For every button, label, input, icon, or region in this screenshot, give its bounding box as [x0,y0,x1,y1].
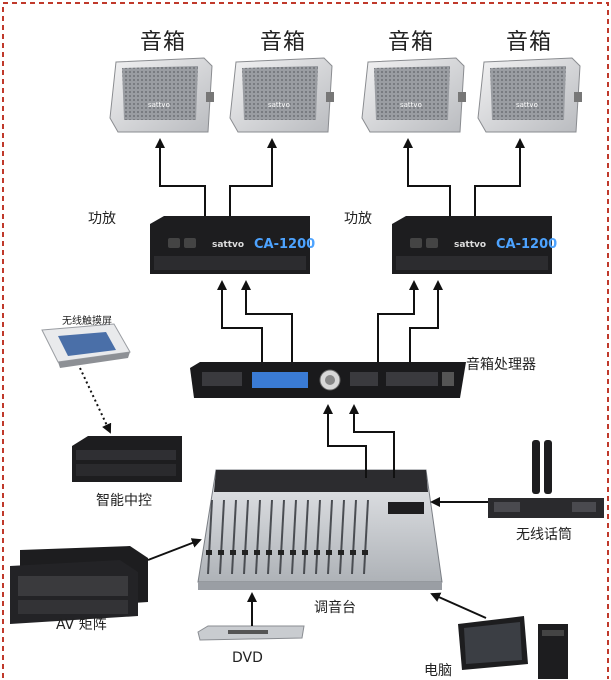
computer [458,616,568,679]
mixer-channel-strip [255,499,261,575]
mixer-fader-knob [242,550,248,555]
av-matrix-label: AV 矩阵 [56,617,107,633]
mixer-channel-strip [279,499,285,575]
mixer-label: 调音台 [314,600,356,616]
mixer-fader-knob [218,550,224,555]
speaker-brand: sattvo [268,101,290,109]
speaker-brand: sattvo [516,101,538,109]
mixer-fader-knob [302,550,308,555]
mixer-channel-strip [243,499,249,575]
wireless-mic-label: 无线话筒 [516,527,572,543]
amp-label-right: 功放 [344,211,372,227]
mixer-fader-knob [206,550,212,555]
mixer-channel-strip [207,499,213,575]
amp-label-left: 功放 [88,211,116,227]
av-matrix [10,546,148,624]
mixer-channel-strip [315,499,321,575]
amp-model: CA-1200 [496,237,557,252]
wireless-link-dotted [79,367,112,434]
mixer-channel-strip [339,499,345,575]
mixer-fader-knob [266,550,272,555]
mixer-channel-strip [303,499,309,575]
computer-label: 电脑 [424,663,452,679]
central-controller [72,436,182,482]
mixer-channel-strip [291,499,297,575]
dvd-player [197,625,305,641]
dvd-label: DVD [232,650,263,666]
connection-lines [147,138,525,626]
speaker-4: sattvo [477,57,582,133]
speaker-processor [190,362,466,398]
processor-label: 音箱处理器 [466,357,536,373]
mixer-channel-strip [231,499,237,575]
mixer-channel-strip [327,499,333,575]
mixer-channel-strip [351,499,357,575]
speaker-3: sattvo [361,57,466,133]
amp-model: CA-1200 [254,237,315,252]
mixer-fader-knob [314,550,320,555]
speaker-brand: sattvo [400,101,422,109]
mixer-fader-knob [350,550,356,555]
speaker-label-4: 音箱 [506,30,553,55]
mixer-channel-strip [363,499,369,575]
speaker-2: sattvo [229,57,334,133]
speaker-brand: sattvo [148,101,170,109]
speaker-1: sattvo [109,57,214,133]
amp-brand: sattvo [454,240,486,250]
touchscreen-label: 无线触摸屏 [62,316,112,327]
wireless-touchscreen [41,323,131,368]
amplifier-left: sattvo CA-1200 [150,216,315,274]
speaker-label-1: 音箱 [140,30,187,55]
mixer-channel-strip [267,499,273,575]
speaker-label-2: 音箱 [260,30,307,55]
speaker-label-3: 音箱 [388,30,435,55]
amp-brand: sattvo [212,240,244,250]
amplifier-right: sattvo CA-1200 [392,216,557,274]
mixer-fader-knob [254,550,260,555]
mixer-fader-knob [326,550,332,555]
mixer-fader-knob [338,550,344,555]
mixer [197,469,443,590]
central-control-label: 智能中控 [96,493,152,509]
mixer-channel-strip [219,499,225,575]
mixer-fader-knob [362,550,368,555]
mixer-fader-knob [230,550,236,555]
mixer-fader-knob [278,550,284,555]
wireless-mic-receiver [488,440,604,518]
mixer-fader-knob [290,550,296,555]
